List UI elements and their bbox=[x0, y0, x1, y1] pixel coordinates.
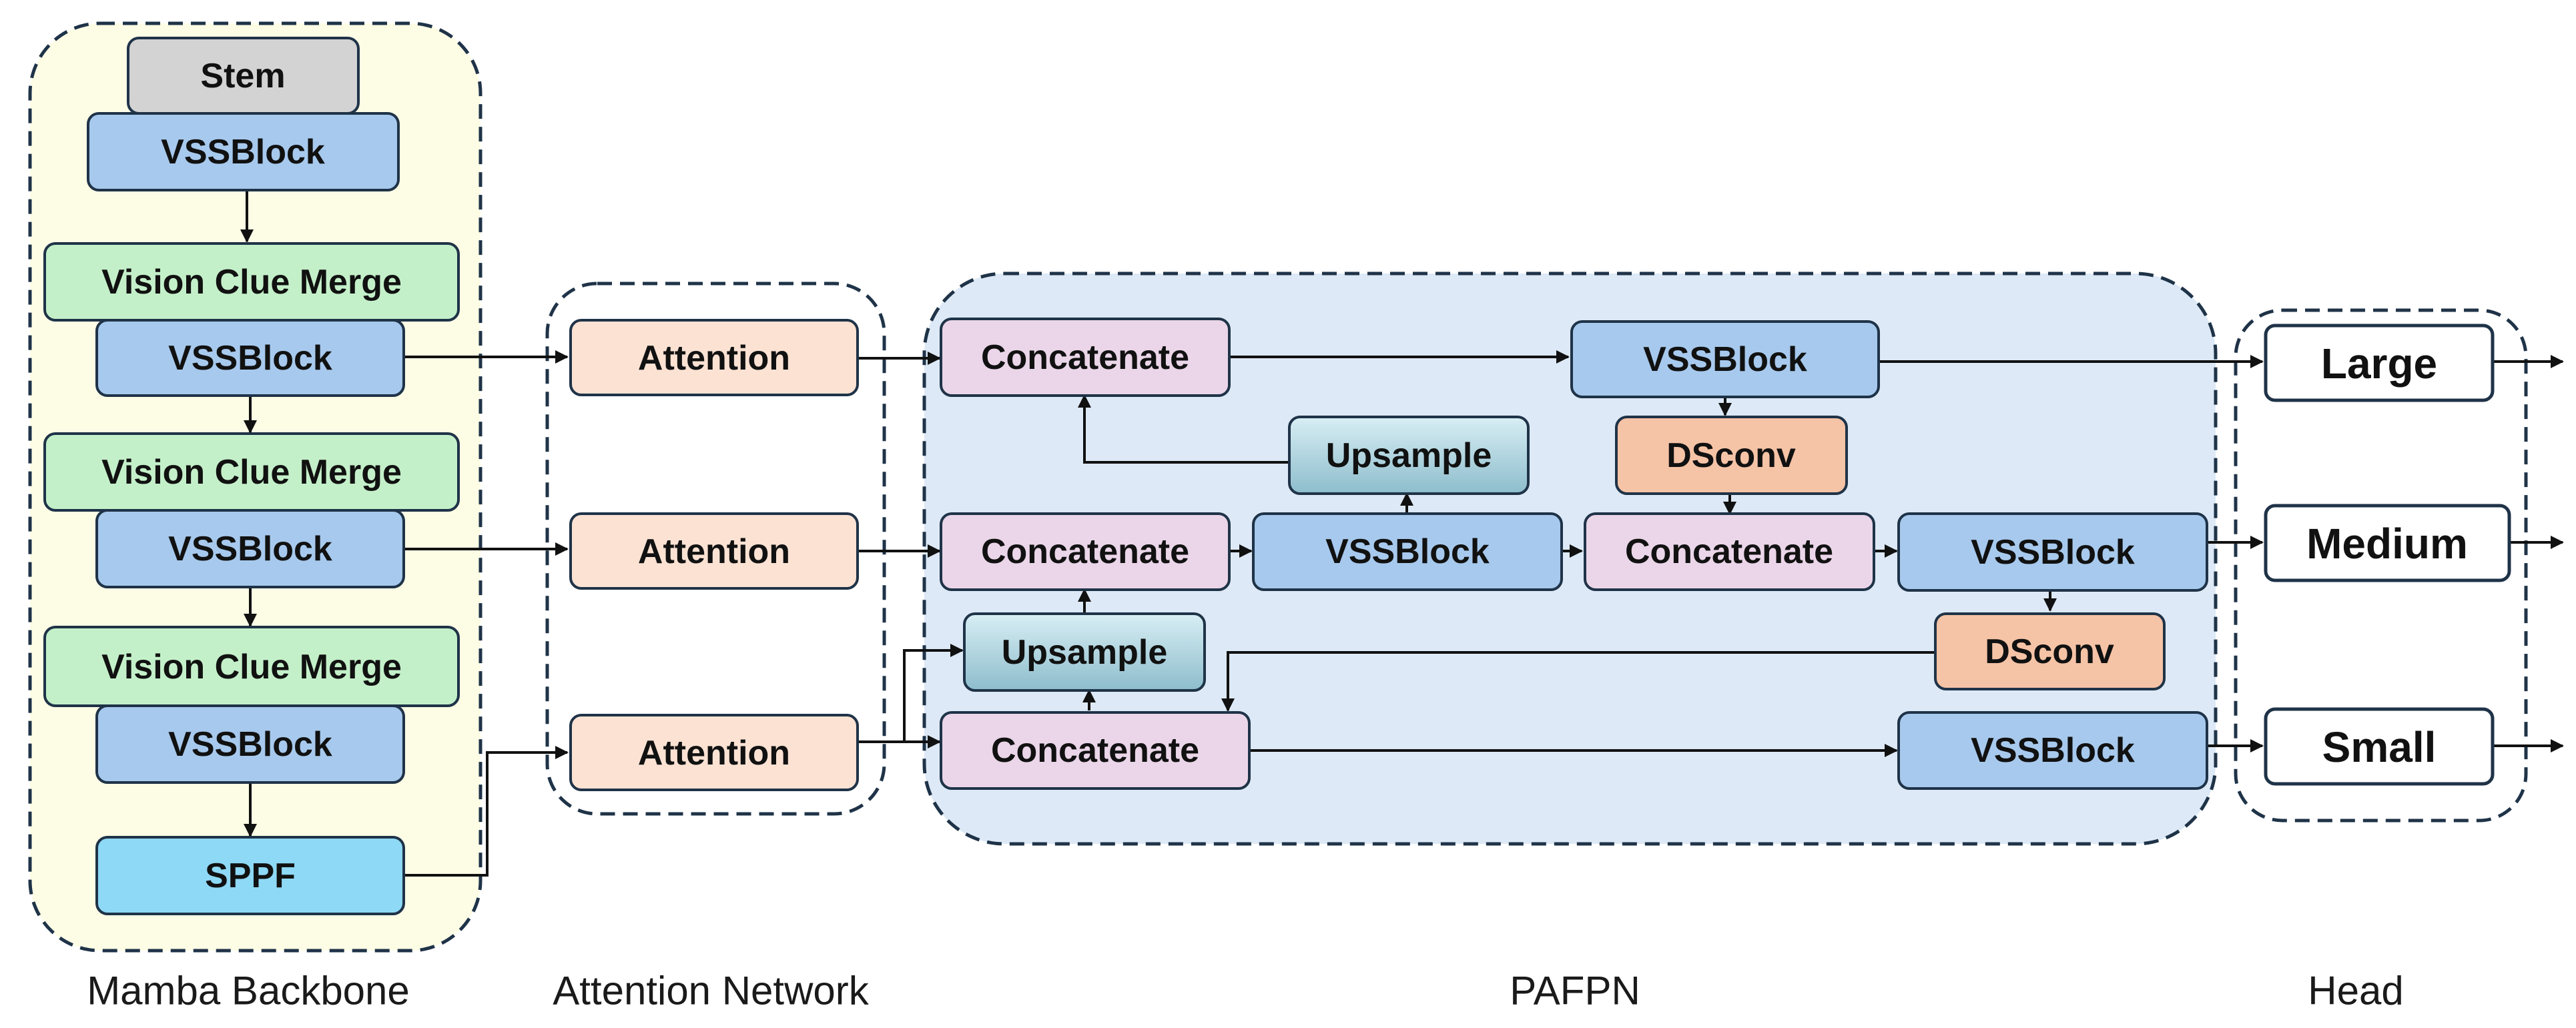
concatenate-top: Concatenate bbox=[940, 318, 1231, 397]
vision-clue-merge-2: Vision Clue Merge bbox=[43, 432, 460, 512]
vss-block-low-label: VSSBlock bbox=[1971, 731, 2135, 770]
upsample-mid-label: Upsample bbox=[1326, 436, 1492, 475]
vision-clue-merge-3-label: Vision Clue Merge bbox=[101, 648, 402, 686]
vss-block-top-label: VSSBlock bbox=[1643, 340, 1807, 379]
upsample-mid: Upsample bbox=[1288, 416, 1530, 495]
sppf-label: SPPF bbox=[205, 857, 296, 895]
concatenate-mid-label: Concatenate bbox=[981, 532, 1189, 571]
arrow-sppf-to-att3 bbox=[404, 746, 569, 877]
head-large-label: Large bbox=[2321, 340, 2437, 388]
arrow-upsample-mid-to-concat-top bbox=[1078, 394, 1288, 464]
attention-block-1: Attention bbox=[569, 319, 859, 396]
concatenate-top-label: Concatenate bbox=[981, 338, 1189, 377]
attention-block-2: Attention bbox=[569, 512, 859, 590]
head-large: Large bbox=[2264, 324, 2495, 402]
vision-clue-merge-3: Vision Clue Merge bbox=[43, 626, 460, 707]
stem-block: Stem bbox=[127, 37, 360, 115]
vss-block-mid-a-label: VSSBlock bbox=[1325, 532, 1490, 571]
vision-clue-merge-1-label: Vision Clue Merge bbox=[101, 263, 402, 302]
vss-block-3-label: VSSBlock bbox=[168, 530, 332, 568]
attention-block-3-label: Attention bbox=[638, 734, 790, 773]
vision-clue-merge-1: Vision Clue Merge bbox=[43, 242, 460, 322]
vss-block-2: VSSBlock bbox=[95, 319, 405, 397]
concatenate-mid: Concatenate bbox=[940, 512, 1231, 591]
stem-label: Stem bbox=[200, 57, 285, 95]
arrow-att3-to-upsample-low bbox=[903, 644, 964, 742]
vision-clue-merge-2-label: Vision Clue Merge bbox=[101, 453, 402, 492]
vss-block-top: VSSBlock bbox=[1570, 320, 1880, 398]
head-medium-label: Medium bbox=[2306, 520, 2468, 568]
vss-block-1: VSSBlock bbox=[87, 112, 400, 191]
upsample-low: Upsample bbox=[963, 612, 1206, 692]
connectors bbox=[240, 190, 2564, 877]
vss-block-1-label: VSSBlock bbox=[161, 133, 325, 171]
head-medium: Medium bbox=[2264, 504, 2511, 582]
attention-block-1-label: Attention bbox=[638, 339, 790, 378]
concatenate-mid-b-label: Concatenate bbox=[1625, 532, 1833, 571]
concatenate-mid-b: Concatenate bbox=[1584, 512, 1875, 591]
vss-block-mid-b: VSSBlock bbox=[1897, 512, 2208, 592]
backbone-group-label: Mamba Backbone bbox=[87, 969, 410, 1013]
attention-group-label: Attention Network bbox=[553, 969, 870, 1013]
pafpn-group-frame bbox=[922, 272, 2218, 846]
dsconv-low: DSconv bbox=[1934, 612, 2166, 690]
upsample-low-label: Upsample bbox=[1002, 633, 1168, 672]
vss-block-3: VSSBlock bbox=[95, 509, 405, 588]
head-small-label: Small bbox=[2322, 723, 2437, 771]
head-group-label: Head bbox=[2308, 969, 2403, 1013]
concatenate-low: Concatenate bbox=[940, 711, 1251, 790]
dsconv-mid: DSconv bbox=[1615, 416, 1848, 495]
vss-block-low: VSSBlock bbox=[1897, 711, 2208, 790]
dsconv-low-label: DSconv bbox=[1985, 632, 2114, 671]
vss-block-4-label: VSSBlock bbox=[168, 725, 332, 764]
vss-block-mid-b-label: VSSBlock bbox=[1971, 533, 2135, 572]
vss-block-mid-a: VSSBlock bbox=[1252, 512, 1563, 591]
concatenate-low-label: Concatenate bbox=[991, 731, 1199, 770]
dsconv-mid-label: DSconv bbox=[1666, 436, 1796, 475]
vss-block-2-label: VSSBlock bbox=[168, 339, 332, 378]
arrow-dsconv-low-to-concat-low bbox=[1221, 651, 1934, 712]
attention-block-3: Attention bbox=[569, 714, 859, 791]
attention-block-2-label: Attention bbox=[638, 532, 790, 571]
vss-block-4: VSSBlock bbox=[95, 704, 405, 784]
head-small: Small bbox=[2264, 707, 2495, 786]
pafpn-group-label: PAFPN bbox=[1510, 969, 1640, 1013]
sppf-block: SPPF bbox=[95, 836, 405, 915]
